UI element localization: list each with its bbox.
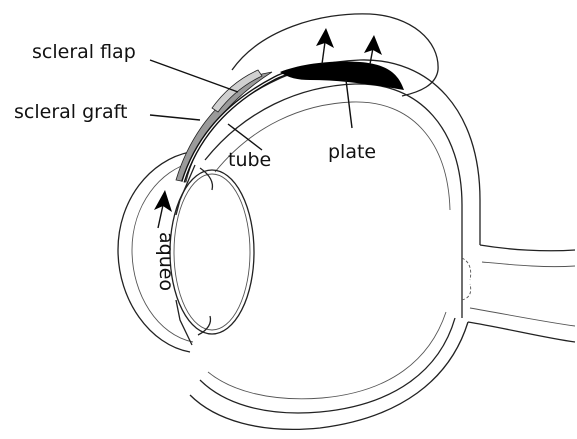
label-tube: tube bbox=[228, 149, 271, 171]
lens bbox=[170, 170, 254, 334]
optic-nerve-inner bbox=[470, 262, 575, 326]
flow-arrow-2-head bbox=[364, 35, 382, 55]
leader-scleral-flap bbox=[150, 60, 238, 92]
plate-flow-arrows bbox=[316, 28, 382, 64]
label-aqueous: aqueo bbox=[155, 232, 177, 291]
optic-disc bbox=[462, 258, 471, 300]
label-plate: plate bbox=[328, 141, 376, 163]
leader-scleral-graft bbox=[150, 115, 200, 120]
leader-plate bbox=[346, 80, 352, 128]
lens-capsule bbox=[174, 174, 250, 330]
sclera-outer bbox=[190, 60, 480, 429]
label-scleral-graft: scleral graft bbox=[14, 101, 127, 123]
label-scleral-flap: scleral flap bbox=[32, 41, 136, 63]
flow-arrow-1-shaft bbox=[322, 42, 325, 64]
aqueous-flow-arrow bbox=[154, 190, 172, 228]
aqueous-arrow-head bbox=[154, 190, 172, 212]
optic-nerve bbox=[462, 245, 575, 342]
plate bbox=[280, 61, 404, 90]
cornea bbox=[118, 152, 190, 352]
aqueous-arrow-shaft bbox=[158, 205, 163, 228]
leader-tube bbox=[228, 124, 262, 150]
